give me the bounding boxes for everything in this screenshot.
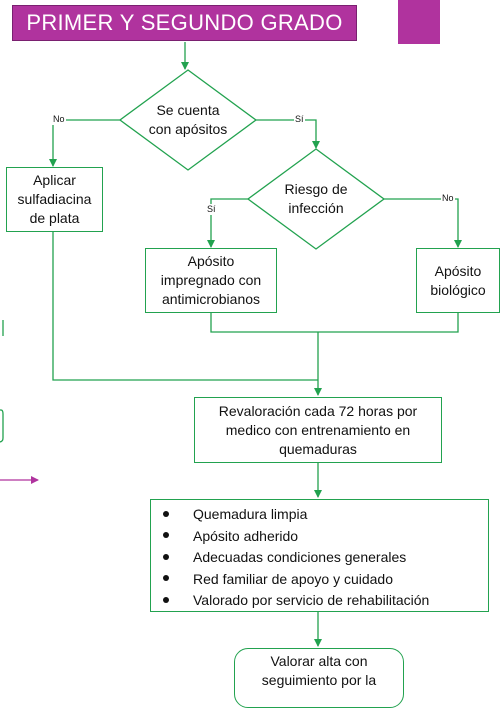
- criteria-text: Red familiar de apoyo y cuidado: [193, 570, 394, 587]
- criteria-item: Valorado por servicio de rehabilitación: [159, 590, 488, 612]
- decision1-diamond: [118, 69, 258, 171]
- bullet-icon: [163, 532, 169, 539]
- decision1-text: Se cuenta con apósitos: [130, 101, 246, 139]
- bullet-icon: [163, 510, 169, 517]
- decision2-yes-label: Sí: [206, 204, 217, 215]
- decorative-block: [398, 0, 440, 44]
- line-impregnado-to-merge: [210, 313, 318, 333]
- line-sulfa-to-merge: [52, 232, 318, 381]
- arrow-decision2-no: [384, 198, 462, 248]
- revaloracion-line2: medico con entrenamiento en: [225, 421, 411, 438]
- decision2-no-label: No: [441, 193, 455, 204]
- impregnado-line1: Apósito: [187, 253, 235, 269]
- decision1-line1: Se cuenta: [156, 102, 220, 118]
- criteria-text: Quemadura limpia: [193, 506, 308, 522]
- criteria-text: Apósito adherido: [193, 527, 299, 544]
- bullet-icon: [163, 575, 169, 582]
- criteria-item: Red familiar de apoyo y cuidado: [159, 569, 488, 591]
- title-text: PRIMER Y SEGUNDO GRADO: [26, 10, 343, 35]
- sulfa-line2: sulfadiacina: [17, 191, 92, 207]
- arrow-decision2-yes: [207, 198, 248, 248]
- sulfa-line1: Aplicar: [33, 172, 76, 188]
- decision2-text: Riesgo de infección: [258, 180, 374, 218]
- criteria-item: Apósito adherido: [159, 526, 488, 548]
- page-title: PRIMER Y SEGUNDO GRADO: [12, 5, 357, 41]
- box-aposito-biologico: Apósito biológico: [416, 248, 500, 313]
- decision1-yes-label: Sí: [294, 114, 305, 125]
- criteria-text: Adecuadas condiciones generales: [193, 549, 407, 565]
- criteria-text: Valorado por servicio de rehabilitación: [193, 592, 430, 608]
- criteria-item: Quemadura limpia: [159, 504, 488, 526]
- decision2-diamond: [246, 148, 386, 250]
- sulfa-line3: de plata: [29, 210, 80, 226]
- decision1-no-label: No: [52, 114, 66, 125]
- arrow-decision1-no: [49, 119, 120, 167]
- decision2-line1: Riesgo de: [284, 181, 348, 197]
- bullet-icon: [163, 553, 169, 560]
- decision2-line2: infección: [288, 200, 344, 216]
- box-aposito-impregnado: Apósito impregnado con antimicrobianos: [145, 248, 277, 313]
- flow-connectors: [0, 42, 462, 647]
- box-aplicar-sulfadiacina: Aplicar sulfadiacina de plata: [6, 167, 103, 232]
- final-line1: Valorar alta con: [270, 653, 368, 669]
- bullet-icon: [163, 596, 169, 603]
- impregnado-line3: antimicrobianos: [161, 291, 261, 307]
- decision1-line2: con apósitos: [148, 121, 228, 137]
- biologico-line2: biológico: [430, 281, 486, 298]
- line-biologico-to-merge: [318, 313, 459, 333]
- box-revaloracion: Revaloración cada 72 horas por medico co…: [194, 397, 442, 463]
- final-line2: seguimiento por la: [261, 672, 377, 688]
- criteria-box: Quemadura limpia Apósito adherido Adecua…: [150, 499, 489, 612]
- impregnado-line2: impregnado con: [160, 272, 262, 288]
- criteria-item: Adecuadas condiciones generales: [159, 547, 488, 569]
- box-valorar-alta: Valorar alta con seguimiento por la: [234, 648, 404, 708]
- revaloracion-line1: Revaloración cada 72 horas por: [218, 402, 418, 419]
- biologico-line1: Apósito: [434, 262, 482, 279]
- criteria-list: Quemadura limpia Apósito adherido Adecua…: [159, 504, 488, 612]
- arrow-decision1-yes: [256, 119, 320, 149]
- revaloracion-line3: quemaduras: [279, 440, 357, 457]
